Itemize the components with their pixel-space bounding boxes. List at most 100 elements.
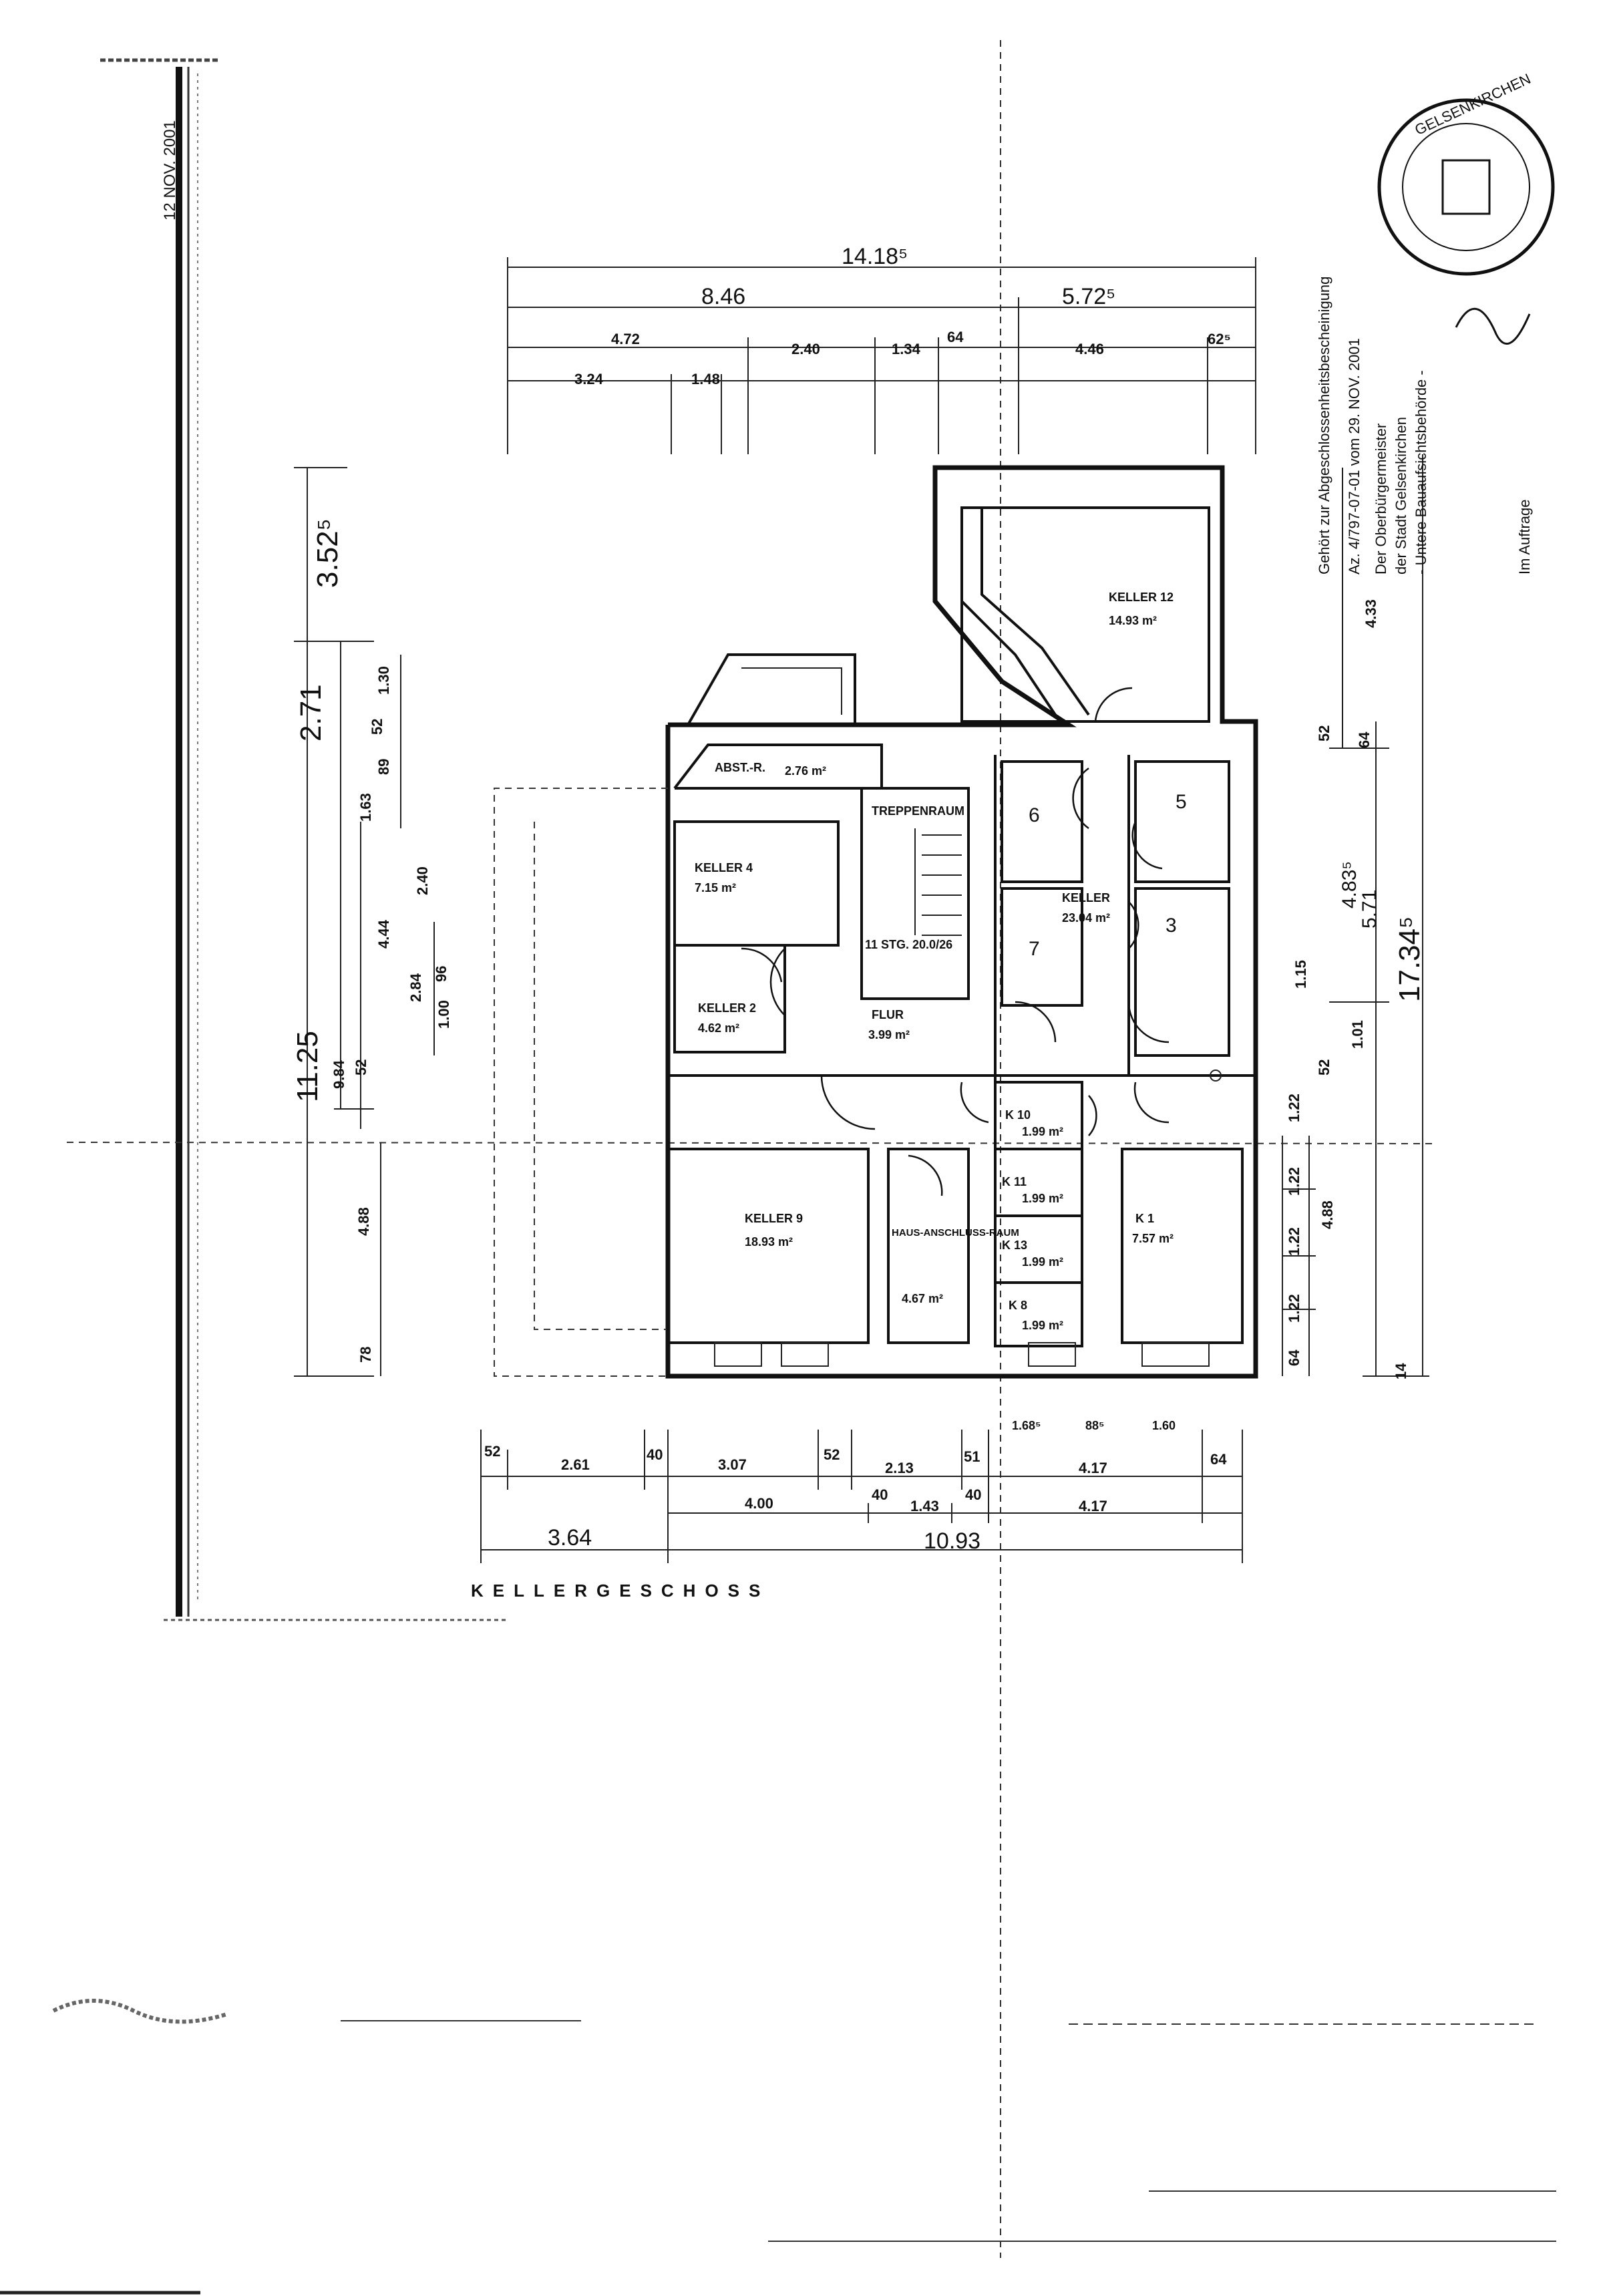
room-6-name: 6 bbox=[1029, 804, 1040, 826]
dim-left-89: 89 bbox=[375, 759, 392, 775]
dim-left-444: 4.44 bbox=[375, 919, 392, 949]
room-k11-area: 1.99 m² bbox=[1022, 1192, 1063, 1205]
stamp-line-6: Im Auftrage bbox=[1516, 499, 1533, 575]
dim-top-total: 14.18⁵ bbox=[842, 244, 908, 269]
room-5-name: 5 bbox=[1176, 791, 1187, 813]
room-k8-name: K 8 bbox=[1009, 1299, 1027, 1312]
dim-bot-213: 2.13 bbox=[885, 1460, 914, 1476]
dim-right-14: 14 bbox=[1393, 1363, 1409, 1379]
dim-left-984: 9.84 bbox=[331, 1059, 347, 1089]
dim-right-433: 4.33 bbox=[1363, 599, 1379, 628]
room-keller-2-name: KELLER 2 bbox=[698, 1001, 756, 1015]
dim-right-52a: 52 bbox=[1316, 1059, 1332, 1076]
stamp-line-1: Gehört zur Abgeschlossenheitsbescheinigu… bbox=[1316, 277, 1332, 575]
dim-top-right: 5.72⁵ bbox=[1062, 284, 1115, 309]
dim-top-324: 3.24 bbox=[574, 371, 604, 387]
side-date: 12 NOV. 2001 bbox=[161, 120, 179, 220]
dim-left-240: 2.40 bbox=[414, 866, 431, 895]
stamp-line-4: der Stadt Gelsenkirchen bbox=[1393, 417, 1409, 575]
plan-title: KELLERGESCHOSS bbox=[471, 1581, 769, 1601]
stamp-line-5: - Untere Bauaufsichtsbehörde - bbox=[1413, 370, 1429, 575]
room-k10-area: 1.99 m² bbox=[1022, 1125, 1063, 1138]
dim-right-122a: 1.22 bbox=[1286, 1094, 1302, 1122]
bottom-dimensions bbox=[480, 1430, 1243, 1563]
dim-bot-52a: 52 bbox=[484, 1443, 500, 1460]
dim-bot-417a: 4.17 bbox=[1079, 1460, 1107, 1476]
dim-bot-1685: 1.68⁵ bbox=[1012, 1419, 1041, 1432]
dim-top-472: 4.72 bbox=[611, 331, 640, 347]
plan-walls bbox=[494, 465, 1258, 1379]
room-k8-area: 1.99 m² bbox=[1022, 1319, 1063, 1332]
dim-bot-417b: 4.17 bbox=[1079, 1498, 1107, 1514]
dim-bot-52b: 52 bbox=[824, 1446, 840, 1463]
dim-top-240: 2.40 bbox=[791, 341, 820, 357]
top-dimensions bbox=[507, 257, 1256, 454]
room-keller-9-area: 18.93 m² bbox=[745, 1235, 793, 1249]
room-flur-area: 3.99 m² bbox=[868, 1028, 910, 1041]
dim-bot-40c: 40 bbox=[965, 1486, 981, 1503]
room-k10-name: K 10 bbox=[1005, 1108, 1031, 1122]
scan-edge bbox=[100, 58, 508, 1621]
dim-bot-1093: 10.93 bbox=[924, 1528, 980, 1554]
dim-left-52a: 52 bbox=[369, 719, 385, 735]
dim-left-total: 11.25 bbox=[291, 1031, 324, 1102]
room-keller-name: KELLER bbox=[1062, 891, 1110, 905]
dim-top-625: 62⁵ bbox=[1208, 331, 1231, 347]
room-keller-12-area: 14.93 m² bbox=[1109, 614, 1157, 627]
room-k1-name: K 1 bbox=[1135, 1212, 1154, 1225]
dim-bot-160: 1.60 bbox=[1152, 1419, 1176, 1432]
room-treppenraum-name: TREPPENRAUM bbox=[872, 804, 964, 818]
dim-left-100: 1.00 bbox=[435, 1000, 452, 1029]
dim-left-488: 4.88 bbox=[355, 1207, 372, 1236]
room-keller-4-area: 7.15 m² bbox=[695, 881, 736, 894]
room-keller-9-name: KELLER 9 bbox=[745, 1212, 803, 1225]
dim-bot-364: 3.64 bbox=[548, 1525, 592, 1550]
room-keller-12-name: KELLER 12 bbox=[1109, 591, 1174, 604]
stamp-line-3: Der Oberbürgermeister bbox=[1373, 424, 1389, 575]
dim-left-78: 78 bbox=[357, 1347, 374, 1363]
dim-right-571: 5.71 bbox=[1359, 890, 1381, 929]
dim-bot-261: 2.61 bbox=[561, 1456, 590, 1473]
dim-left-163: 1.63 bbox=[357, 793, 374, 822]
dim-bot-400: 4.00 bbox=[745, 1495, 773, 1512]
dim-right-122d: 1.22 bbox=[1286, 1294, 1302, 1323]
dim-top-148: 1.48 bbox=[691, 371, 720, 387]
room-k1-area: 7.57 m² bbox=[1132, 1232, 1174, 1245]
dim-right-122b: 1.22 bbox=[1286, 1167, 1302, 1196]
dim-right-115: 1.15 bbox=[1292, 960, 1309, 989]
dim-right-101: 1.01 bbox=[1349, 1020, 1366, 1049]
room-hausanschluss-area: 4.67 m² bbox=[902, 1292, 943, 1305]
dim-bot-307: 3.07 bbox=[718, 1456, 747, 1473]
dim-right-total: 17.34⁵ bbox=[1393, 917, 1426, 1002]
stamp-line-2: Az. 4/797-07-01 vom 29. NOV. 2001 bbox=[1346, 338, 1363, 575]
approval-stamp: GELSENKIRCHEN bbox=[1377, 70, 1555, 345]
dim-left-284: 2.84 bbox=[407, 973, 424, 1002]
doors bbox=[741, 687, 1222, 1196]
room-3-name: 3 bbox=[1166, 915, 1177, 937]
room-k13-name: K 13 bbox=[1002, 1239, 1027, 1252]
dim-right-64a: 64 bbox=[1356, 731, 1373, 748]
room-keller-4-name: KELLER 4 bbox=[695, 861, 753, 874]
dim-right-64b: 64 bbox=[1286, 1349, 1302, 1366]
fold-line-horizontal bbox=[66, 1142, 1437, 1144]
room-flur-name: FLUR bbox=[872, 1008, 904, 1021]
dim-left-52b: 52 bbox=[353, 1059, 369, 1076]
dim-bot-40b: 40 bbox=[872, 1486, 888, 1503]
dim-top-134: 1.34 bbox=[892, 341, 921, 357]
seal-text: GELSENKIRCHEN bbox=[1412, 70, 1533, 138]
room-abst-name: ABST.-R. bbox=[715, 761, 765, 774]
dim-top-left: 8.46 bbox=[701, 284, 745, 309]
dim-left-96: 96 bbox=[433, 966, 450, 982]
dim-bot-885: 88⁵ bbox=[1085, 1419, 1104, 1432]
dim-left-mid: 2.71 bbox=[295, 684, 327, 742]
room-k11-name: K 11 bbox=[1002, 1175, 1027, 1188]
room-stairs-steps: 11 STG. 20.0/26 bbox=[865, 938, 952, 951]
right-dimensions bbox=[1282, 454, 1429, 1377]
dim-right-488: 4.88 bbox=[1319, 1200, 1336, 1229]
dim-bot-143: 1.43 bbox=[910, 1498, 939, 1514]
left-dimensions bbox=[294, 467, 435, 1377]
room-keller-area: 23.04 m² bbox=[1062, 911, 1110, 925]
room-hausanschluss-name: HAUS-ANSCHLUSS-RAUM bbox=[892, 1227, 1019, 1239]
